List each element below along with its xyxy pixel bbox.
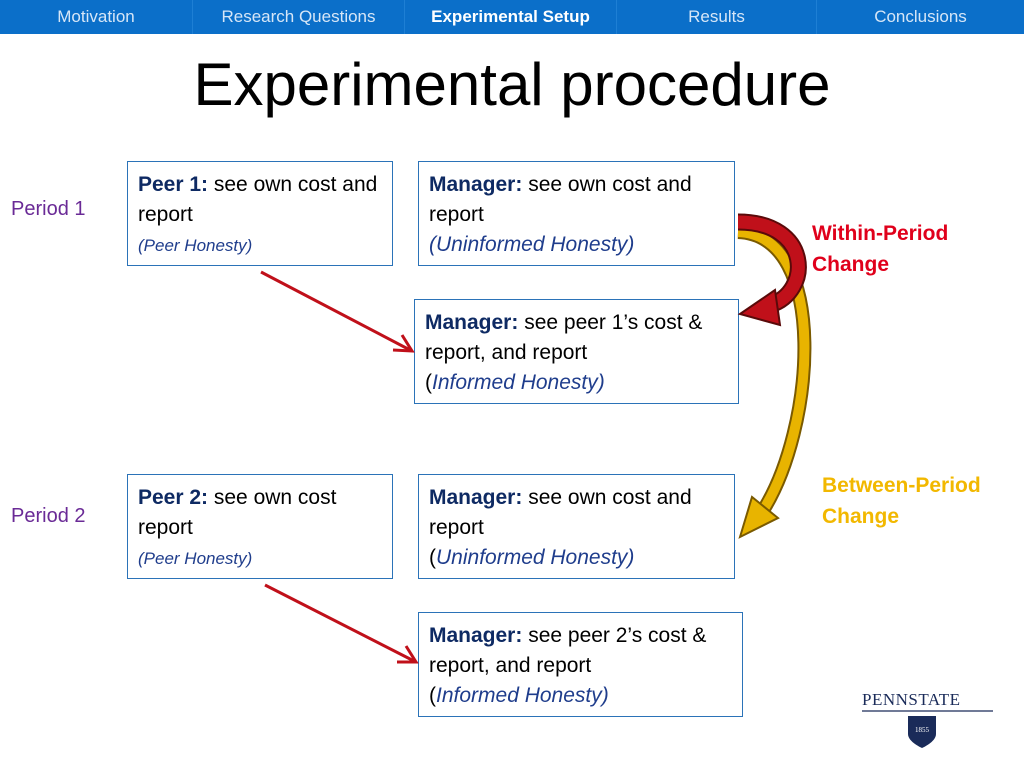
within-period-curved-arrow xyxy=(737,213,807,327)
box-honesty: Informed Honesty) xyxy=(432,371,605,394)
box-text: see own cost and report xyxy=(429,486,692,539)
box-role: Manager: xyxy=(429,486,523,509)
peer-1-to-manager-arrow xyxy=(260,270,415,353)
box-text: see own cost report xyxy=(138,486,337,539)
box-honesty: Informed Honesty) xyxy=(436,684,609,707)
peer-2-to-manager-arrow xyxy=(264,583,419,664)
penn-state-logo: PENNSTATE 1855 xyxy=(860,690,995,752)
box-text: see peer 2’s cost & report, and report xyxy=(429,624,707,677)
box-text: see own cost and report xyxy=(429,173,692,226)
box-honesty-prefix: ( xyxy=(429,546,436,569)
period-1-label: Period 1 xyxy=(11,198,86,220)
tab-motivation[interactable]: Motivation xyxy=(0,0,193,34)
box-role: Manager: xyxy=(429,624,523,647)
between-period-change-label: Between-Period Change xyxy=(822,474,981,528)
box-honesty: (Uninformed Honesty) xyxy=(429,233,635,256)
manager-informed-box-period-1: Manager: see peer 1’s cost & report, and… xyxy=(414,299,739,404)
peer-2-box: Peer 2: see own cost report (Peer Honest… xyxy=(127,474,393,579)
box-honesty: Uninformed Honesty) xyxy=(436,546,635,569)
box-text: see own cost and report xyxy=(138,173,378,226)
box-honesty: (Peer Honesty) xyxy=(138,236,253,255)
manager-uninformed-box-period-2: Manager: see own cost and report (Uninfo… xyxy=(418,474,735,579)
logo-year: 1855 xyxy=(915,726,930,734)
box-role: Manager: xyxy=(429,173,523,196)
manager-uninformed-box-period-1: Manager: see own cost and report (Uninfo… xyxy=(418,161,735,266)
manager-informed-box-period-2: Manager: see peer 2’s cost & report, and… xyxy=(418,612,743,717)
tab-results[interactable]: Results xyxy=(617,0,817,34)
period-2-label: Period 2 xyxy=(11,505,86,527)
box-role: Manager: xyxy=(425,311,519,334)
tab-conclusions[interactable]: Conclusions xyxy=(874,7,967,26)
peer-1-box: Peer 1: see own cost and report (Peer Ho… xyxy=(127,161,393,266)
box-honesty-prefix: ( xyxy=(425,371,432,394)
box-role: Peer 2: xyxy=(138,486,209,509)
box-honesty: (Peer Honesty) xyxy=(138,549,253,568)
box-text: see peer 1’s cost & report, and report xyxy=(425,311,703,364)
within-period-change-label: Within-Period Change xyxy=(812,222,949,276)
logo-text: PENNSTATE xyxy=(862,690,961,709)
box-honesty-prefix: ( xyxy=(429,684,436,707)
box-role: Peer 1: xyxy=(138,173,209,196)
tab-research-questions[interactable]: Research Questions xyxy=(193,0,405,34)
tab-experimental-setup[interactable]: Experimental Setup xyxy=(405,0,617,34)
page-title: Experimental procedure xyxy=(193,51,831,118)
top-navigation: Motivation Research Questions Experiment… xyxy=(0,0,1024,34)
between-period-curved-arrow xyxy=(737,225,812,539)
penn-state-shield-icon: 1855 xyxy=(862,710,993,748)
